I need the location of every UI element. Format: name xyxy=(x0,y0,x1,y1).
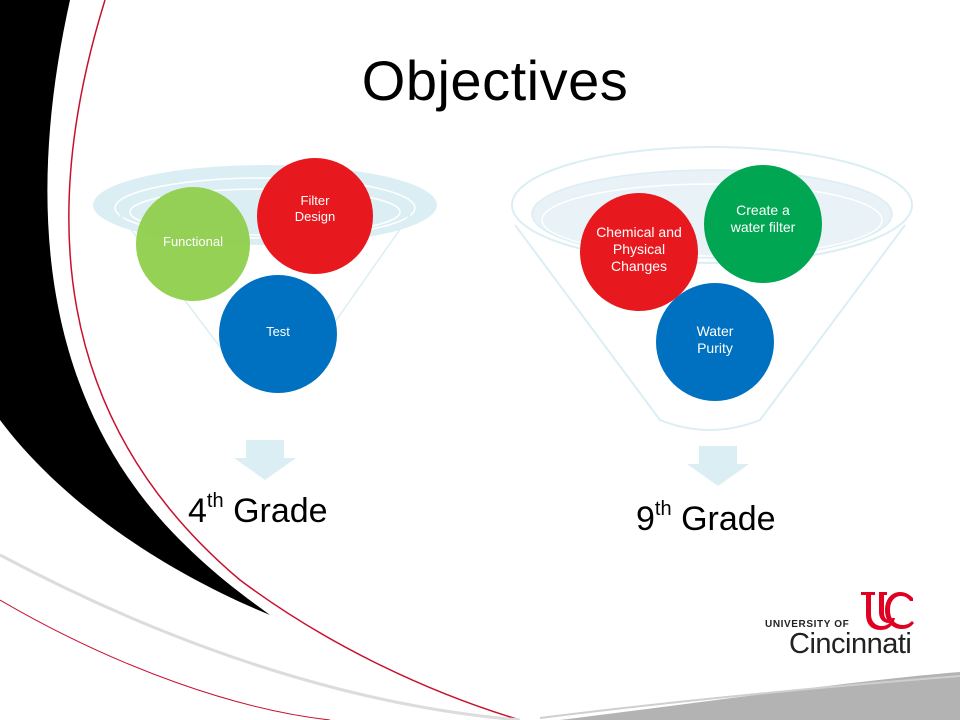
circle-filter-design: Filter Design xyxy=(257,158,373,274)
circle-create-water-filter: Create a water filter xyxy=(704,165,822,283)
bottom-right-gray-swoosh xyxy=(560,672,960,720)
circle-filter-design-label: Filter Design xyxy=(294,193,336,224)
circle-chemical-label: Chemical and Physical Changes xyxy=(596,224,682,274)
left-red-line xyxy=(68,0,521,720)
grade-4-number: 4 xyxy=(188,492,207,530)
bottom-left-red-line xyxy=(0,599,331,720)
circle-test-label: Test xyxy=(266,323,290,339)
bottom-gray-swoosh xyxy=(0,560,560,720)
uc-monogram-icon xyxy=(861,592,914,630)
grade-4-suffix: th xyxy=(206,490,224,512)
grade-9-word: Grade xyxy=(681,500,776,538)
slide-title: Objectives xyxy=(361,49,629,112)
logo-cincinnati-text: Cincinnati xyxy=(789,628,912,660)
circle-chemical-physical-changes: Chemical and Physical Changes xyxy=(580,193,698,311)
bottom-gray-line xyxy=(0,553,521,720)
grade-9-number: 9 xyxy=(636,500,655,538)
left-down-arrow xyxy=(234,440,296,480)
circle-test: Test xyxy=(219,275,337,393)
grade-4-word: Grade xyxy=(233,492,328,530)
circle-water-purity: Water Purity xyxy=(656,283,774,401)
grade-9-suffix: th xyxy=(654,498,672,520)
grade-label-4th: 4th Grade xyxy=(188,490,328,531)
grade-label-9th: 9th Grade xyxy=(636,498,776,539)
circle-water-purity-label: Water Purity xyxy=(696,323,734,356)
left-black-swoosh xyxy=(0,0,270,615)
bottom-right-gray-line xyxy=(539,675,960,719)
logo-university-of-text: UNIVERSITY OF xyxy=(765,619,850,630)
circle-create-label: Create a water filter xyxy=(730,202,796,235)
circle-functional-label: Functional xyxy=(163,234,223,250)
right-down-arrow xyxy=(687,446,749,486)
university-of-cincinnati-logo: UNIVERSITY OF Cincinnati xyxy=(765,590,925,660)
circle-functional: Functional xyxy=(136,187,250,301)
